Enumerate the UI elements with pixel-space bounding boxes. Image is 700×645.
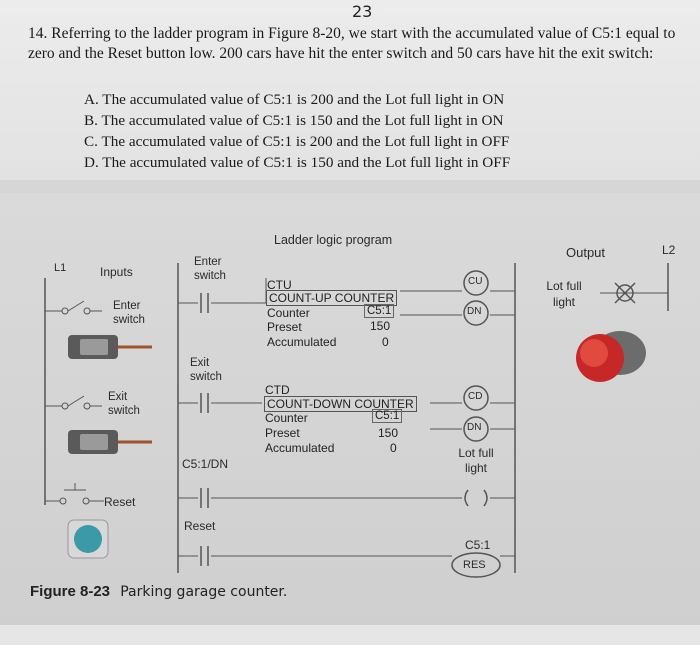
- ctu-block: CTU COUNT-UP COUNTER Counter C5:1 Preset…: [264, 278, 399, 349]
- l1-label: L1: [54, 262, 67, 274]
- option-b: B. The accumulated value of C5:1 is 150 …: [84, 112, 504, 129]
- exit-switch-label: Exit switch: [108, 391, 140, 417]
- ladder-figure: Ladder logic program Output L2 L1 Inputs…: [0, 193, 700, 625]
- lot-full-output-label: Lot full light: [546, 279, 582, 309]
- bottom-strip: [0, 625, 700, 645]
- enter-switch-label: Enter switch: [113, 300, 145, 326]
- caption-text: Parking garage counter.: [120, 584, 288, 600]
- figure-caption: Figure 8-23 Parking garage counter.: [30, 583, 287, 600]
- ctu-preset-value: 150: [370, 319, 391, 333]
- coil-cd: CD: [468, 391, 483, 402]
- question-panel: 23 14. Referring to the ladder program i…: [0, 0, 700, 180]
- ctu-acc-value: 0: [382, 335, 389, 349]
- ctd-acc-label: Accumulated: [265, 441, 335, 455]
- program-title: Ladder logic program: [274, 233, 393, 247]
- question-text: 14. Referring to the ladder program in F…: [28, 25, 676, 62]
- ctu-acc-label: Accumulated: [267, 335, 337, 349]
- inputs-heading: Inputs: [100, 265, 133, 279]
- ctd-preset-label: Preset: [265, 426, 300, 440]
- output-heading: Output: [566, 245, 606, 260]
- ctd-block: CTD COUNT-DOWN COUNTER Counter C5:1 Pres…: [262, 383, 430, 459]
- option-a: A. The accumulated value of C5:1 is 200 …: [84, 91, 505, 108]
- caption-number: Figure 8-23: [30, 583, 111, 600]
- ctd-tag: CTD: [265, 383, 290, 397]
- ctu-counter-value: C5:1: [364, 304, 395, 318]
- handwritten-number: 23: [352, 2, 373, 21]
- rung-reset-label: Reset: [184, 519, 216, 533]
- ctd-counter-value: C5:1: [372, 409, 403, 423]
- answer-options: A. The accumulated value of C5:1 is 200 …: [84, 89, 510, 173]
- rung-exit-label: Exit switch: [190, 357, 222, 383]
- coil-res: RES: [463, 559, 486, 571]
- coil-dn-2: DN: [467, 422, 482, 433]
- option-d: D. The accumulated value of C5:1 is 150 …: [84, 154, 511, 171]
- rung-dn-label: C5:1/DN: [182, 457, 229, 471]
- reset-input-label: Reset: [104, 495, 136, 509]
- ctu-title: COUNT-UP COUNTER: [266, 290, 398, 306]
- coil-res-tag: C5:1: [465, 538, 491, 552]
- coil-lot-full-label: Lot full light: [458, 446, 494, 475]
- ctu-tag: CTU: [267, 278, 292, 292]
- ctu-counter-label: Counter: [267, 306, 310, 320]
- ctd-preset-value: 150: [378, 426, 399, 440]
- ctd-title: COUNT-DOWN COUNTER: [264, 396, 417, 412]
- coil-cu: CU: [468, 276, 483, 287]
- ctd-acc-value: 0: [390, 441, 397, 455]
- coil-dn-1: DN: [467, 306, 482, 317]
- ctu-preset-label: Preset: [267, 320, 302, 334]
- ladder-diagram-lines: [44, 263, 669, 578]
- l2-label: L2: [662, 243, 676, 257]
- option-c: C. The accumulated value of C5:1 is 200 …: [84, 133, 510, 150]
- ctd-counter-label: Counter: [265, 411, 308, 425]
- rung-enter-label: Enter switch: [194, 256, 226, 282]
